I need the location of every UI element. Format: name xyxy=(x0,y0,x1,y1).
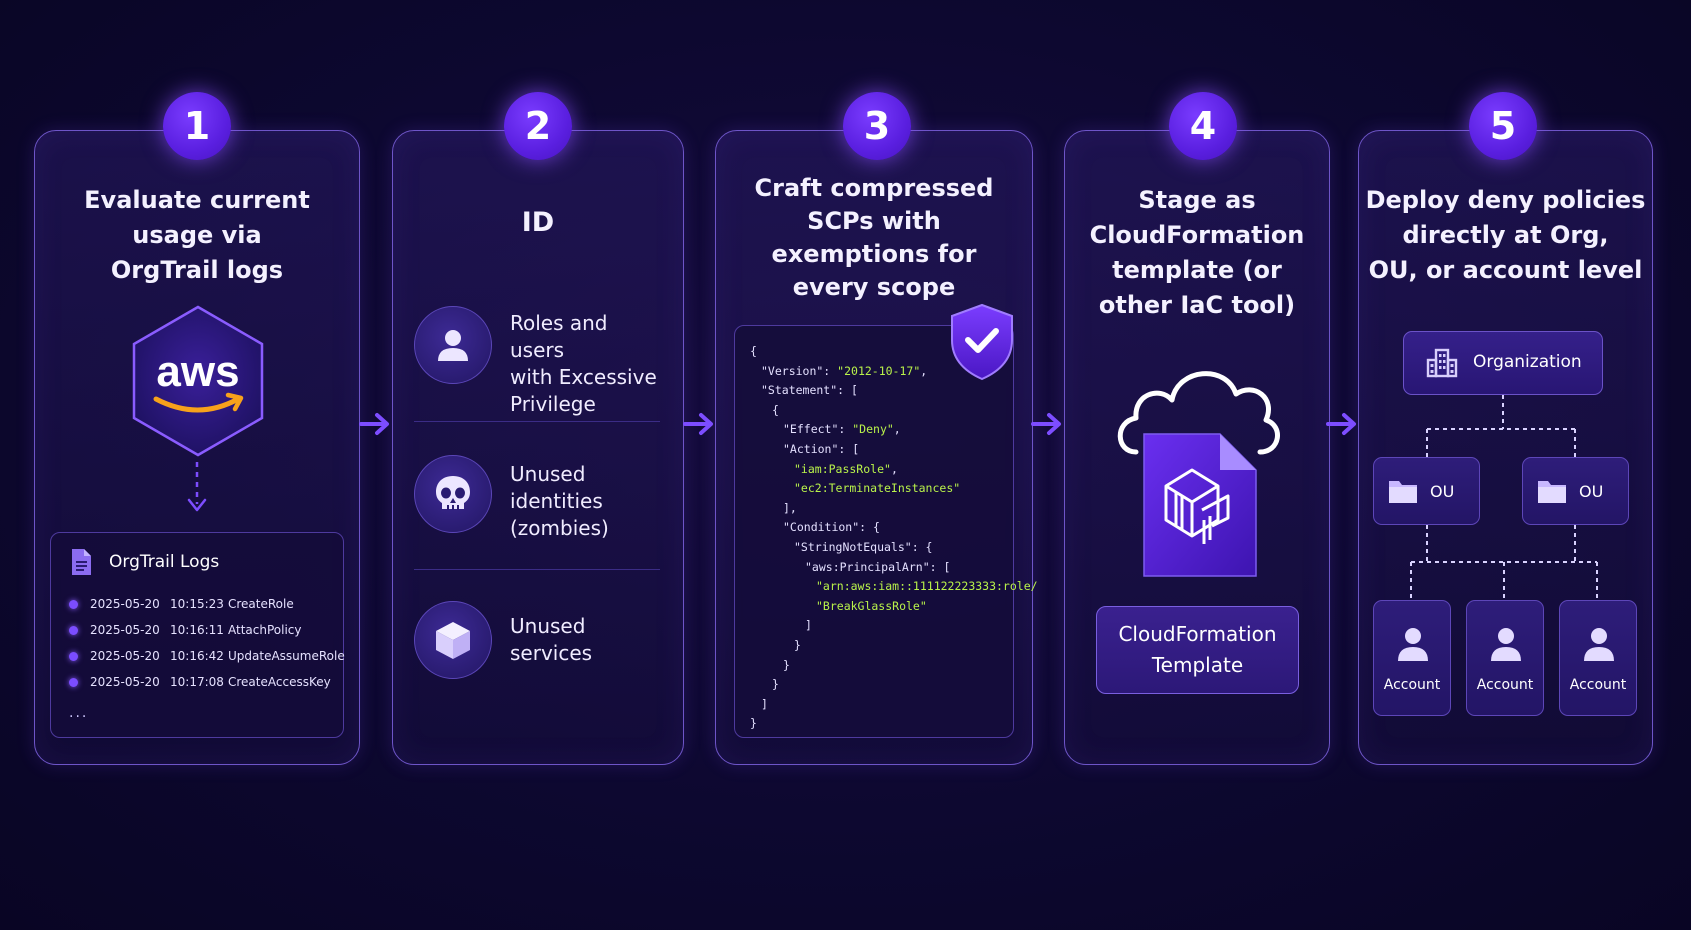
code-line: "iam:PassRole", xyxy=(794,461,898,476)
flow-arrow-4-icon xyxy=(1326,413,1356,435)
id-item-label: Unused services xyxy=(510,614,593,665)
code-line: } xyxy=(794,638,801,652)
step-4-number-badge: 4 xyxy=(1169,92,1237,160)
aws-logo-icon: aws xyxy=(132,305,264,457)
building-icon xyxy=(1426,348,1458,378)
code-line: "StringNotEquals": { xyxy=(794,540,933,554)
ou-node-1[interactable]: OU xyxy=(1373,457,1480,525)
id-item-unused-services: Unused services xyxy=(414,601,664,681)
logs-ellipsis: ... xyxy=(69,705,89,721)
step-5-title: Deploy deny policies directly at Org, OU… xyxy=(1365,186,1646,284)
divider xyxy=(414,569,660,570)
log-dot-icon xyxy=(69,677,78,687)
divider xyxy=(414,421,660,422)
code-line: { xyxy=(750,344,757,358)
code-line: ], xyxy=(783,500,797,515)
folder-icon xyxy=(1389,481,1417,503)
user-icon xyxy=(1491,628,1521,661)
dashed-down-arrow-icon xyxy=(187,462,207,512)
skull-icon xyxy=(436,476,470,510)
code-line: "arn:aws:iam::111122223333:role/ xyxy=(816,579,1038,594)
icon-circle xyxy=(414,306,492,384)
code-line: { xyxy=(772,402,779,417)
id-item-label: Roles and users with Excessive Privilege xyxy=(510,311,657,416)
step-1-title: Evaluate current usage via OrgTrail logs xyxy=(84,186,310,284)
step-1-number-badge: 1 xyxy=(163,92,231,160)
ou-node-2[interactable]: OU xyxy=(1522,457,1629,525)
account-node-3[interactable]: Account xyxy=(1559,600,1637,716)
document-icon xyxy=(72,549,91,575)
step-4-title: Stage as CloudFormation template (or oth… xyxy=(1089,186,1305,319)
log-row: 2025-05-20 10:16:11 AttachPolicy xyxy=(69,623,301,637)
id-item-label: Unused identities (zombies) xyxy=(510,462,609,540)
code-line: ] xyxy=(805,618,812,633)
icon-circle xyxy=(414,455,492,533)
scp-policy-code-box: { "Version": "2012-10-17", "Statement": [ {… xyxy=(734,325,1038,738)
code-line: "ec2:TerminateInstances" xyxy=(794,481,961,496)
code-line: "Action": [ xyxy=(783,442,860,456)
log-row: 2025-05-20 10:16:42 UpdateAssumeRole xyxy=(69,649,345,663)
flow-arrow-2-icon xyxy=(683,413,713,435)
step-3-number-badge: 3 xyxy=(843,92,911,160)
step-3-title: Craft compressed SCPs with exemptions fo… xyxy=(754,174,994,301)
log-dot-icon xyxy=(69,651,78,661)
account-label: Account xyxy=(1476,677,1534,693)
step-5-number-badge: 5 xyxy=(1469,92,1537,160)
flow-arrow-1-icon xyxy=(359,413,389,435)
organization-node[interactable]: Organization xyxy=(1403,331,1603,395)
ou-label: OU xyxy=(1430,482,1455,501)
ou-label: OU xyxy=(1579,482,1604,501)
log-row: 2025-05-20 10:15:23 CreateRole xyxy=(69,597,294,611)
shield-check-icon xyxy=(951,303,1013,381)
log-dot-icon xyxy=(69,625,78,635)
account-label: Account xyxy=(1383,677,1441,693)
code-line: "Statement": [ xyxy=(761,383,858,398)
log-dot-icon xyxy=(69,599,78,609)
flow-arrow-3-icon xyxy=(1031,413,1061,435)
code-line: ] xyxy=(761,696,768,711)
code-line: } xyxy=(783,657,790,672)
svg-text:aws: aws xyxy=(156,347,239,396)
account-label: Account xyxy=(1569,677,1627,693)
organization-label: Organization xyxy=(1473,352,1582,372)
cloudformation-template-button[interactable]: CloudFormation Template xyxy=(1096,606,1299,694)
logs-title: OrgTrail Logs xyxy=(109,552,220,572)
id-item-excessive-privilege: Roles and users with Excessive Privilege xyxy=(414,306,664,416)
cube-icon xyxy=(436,622,470,659)
step-2-number-badge: 2 xyxy=(504,92,572,160)
code-line: "Condition": { xyxy=(783,520,880,535)
user-icon xyxy=(1398,628,1428,661)
orgtrail-logs-box: OrgTrail Logs 2025-05-20 10:15:23 Create… xyxy=(50,532,345,738)
code-line: "Effect": "Deny", xyxy=(783,422,901,437)
account-node-2[interactable]: Account xyxy=(1466,600,1544,716)
code-line: "aws:PrincipalArn": [ xyxy=(805,559,951,574)
log-row: 2025-05-20 10:17:08 CreateAccessKey xyxy=(69,675,331,689)
account-node-1[interactable]: Account xyxy=(1373,600,1451,716)
code-line: } xyxy=(750,716,757,731)
folder-icon xyxy=(1538,481,1566,503)
step-2-title: ID xyxy=(521,207,555,238)
id-item-unused-identities: Unused identities (zombies) xyxy=(414,455,664,540)
user-icon xyxy=(438,330,468,361)
code-line: "BreakGlassRole" xyxy=(816,598,927,613)
code-line: } xyxy=(772,677,779,692)
cloud-template-icon xyxy=(1117,371,1280,577)
user-icon xyxy=(1584,628,1614,661)
code-line: "Version": "2012-10-17", xyxy=(761,363,928,378)
icon-circle xyxy=(414,601,492,679)
